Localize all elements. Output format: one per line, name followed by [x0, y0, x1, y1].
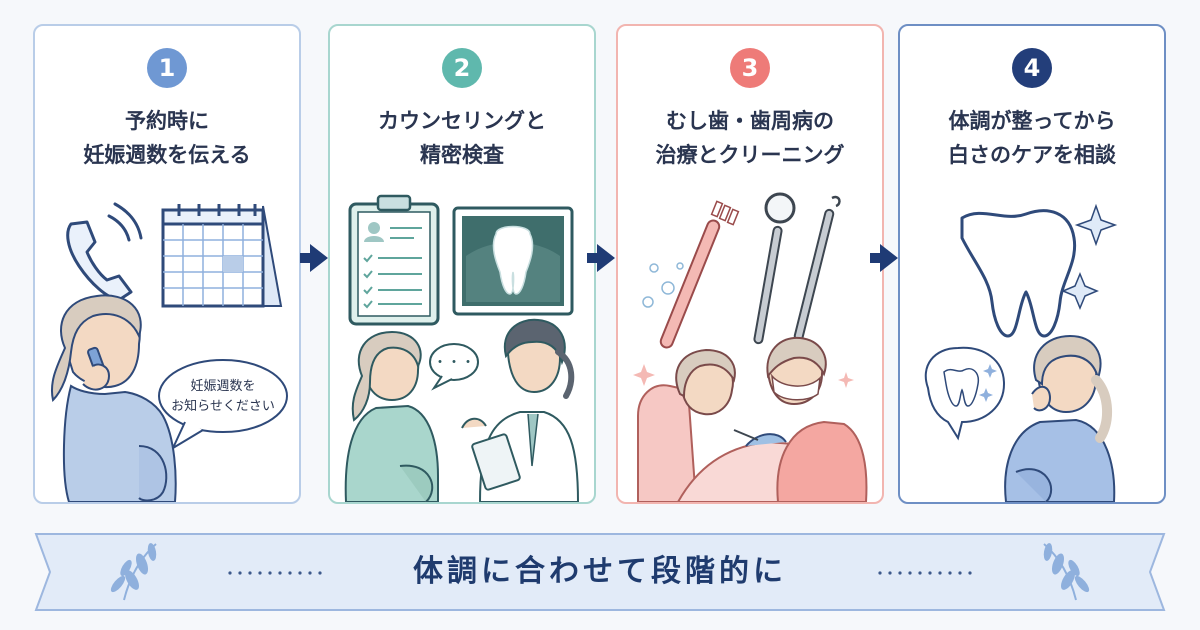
step-number-4: 4: [1012, 48, 1052, 88]
dentist-figure: [461, 318, 580, 502]
step-title-3: むし歯・歯周病の 治療とクリーニング: [618, 104, 882, 172]
step-title-3-line2: 治療とクリーニング: [655, 143, 845, 167]
bottom-ribbon-banner: [34, 533, 1166, 611]
step-title-1-line1: 予約時に: [125, 109, 209, 133]
step-number-2: 2: [442, 48, 482, 88]
laurel-icon: [1043, 543, 1090, 601]
dotted-divider-right: [878, 571, 972, 575]
phone-icon: [66, 202, 143, 302]
toothbrush-icon: [659, 200, 740, 349]
step-title-1-line2: 妊娠週数を伝える: [83, 143, 251, 167]
step-title-4-line2: 白さのケアを相談: [948, 143, 1116, 167]
step-card-3: 3 むし歯・歯周病の 治療とクリーニング: [616, 24, 884, 504]
bubble-text-line2: お知らせください: [171, 398, 275, 414]
pregnant-woman-figure: [51, 294, 177, 502]
step-title-2: カウンセリングと 精密検査: [330, 104, 594, 172]
tooth-icon: [960, 209, 1077, 338]
calendar-icon: [161, 204, 283, 308]
speech-bubble-dots: ・・・: [429, 343, 479, 391]
pregnant-woman-figure: [1004, 334, 1116, 502]
sparkle-icon: [1061, 203, 1118, 310]
step-title-2-line1: カウンセリングと: [378, 109, 546, 133]
foam-bubbles: [642, 262, 684, 308]
step-number-1: 1: [147, 48, 187, 88]
step-title-4-line1: 体調が整ってから: [948, 109, 1116, 133]
step-title-4: 体調が整ってから 白さのケアを相談: [900, 104, 1164, 172]
sparkle-icon: [633, 364, 854, 388]
clipboard-icon: [348, 194, 440, 326]
speech-bubble: 妊娠週数を お知らせください: [158, 359, 288, 449]
step-title-2-line2: 精密検査: [420, 143, 504, 167]
step-3-illustration: [633, 192, 868, 502]
step-2-illustration: ・・・: [344, 194, 580, 502]
step-card-2: 2 カウンセリングと 精密検査: [328, 24, 596, 504]
step-title-3-line1: むし歯・歯周病の: [666, 109, 834, 133]
flow-arrow-1: [300, 244, 328, 272]
thought-bubble: [924, 346, 1006, 441]
dotted-divider-left: [228, 571, 322, 575]
hygienist-figure: [733, 336, 868, 502]
laurel-icon: [110, 543, 157, 601]
dental-probe-icon: [793, 195, 841, 342]
step-4-illustration: [924, 203, 1118, 502]
dental-mirror-icon: [753, 192, 796, 345]
patient-figure: [344, 330, 439, 502]
step-number-3: 3: [730, 48, 770, 88]
flow-arrow-2: [587, 244, 615, 272]
flow-arrow-3: [870, 244, 898, 272]
step-card-4: 4 体調が整ってから 白さのケアを相談: [898, 24, 1166, 504]
bubble-dots-text: ・・・: [433, 355, 475, 371]
xray-tooth-icon: [452, 206, 574, 316]
step-card-1: 1 予約時に 妊娠週数を伝える: [33, 24, 301, 504]
step-1-illustration: 妊娠週数を お知らせください: [51, 202, 288, 502]
banner-text: 体調に合わせて段階的に: [413, 554, 787, 589]
bubble-text-line1: 妊娠週数を: [190, 379, 255, 394]
step-title-1: 予約時に 妊娠週数を伝える: [35, 104, 299, 172]
